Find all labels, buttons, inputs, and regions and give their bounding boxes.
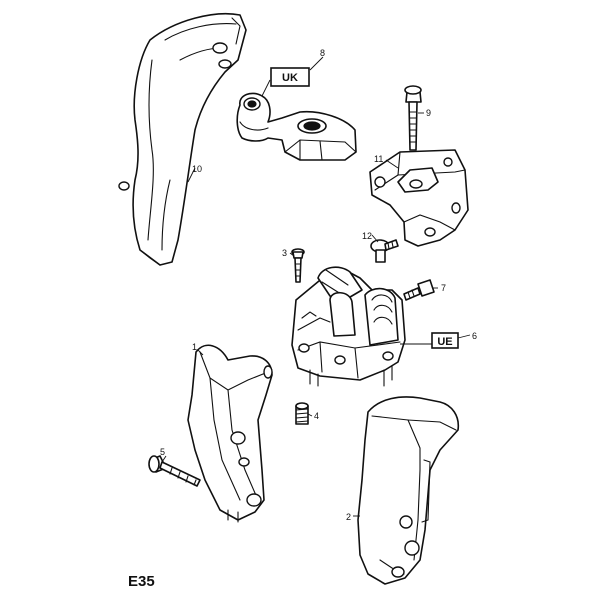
part-11-plate-bracket xyxy=(369,149,469,247)
callout-5: 5 xyxy=(160,447,165,457)
callout-7: 7 xyxy=(441,283,446,293)
leader-lines xyxy=(161,56,471,517)
part-7-small-bolt xyxy=(403,279,435,301)
tag-uk-text: UK xyxy=(282,72,298,84)
part-5-long-bolt xyxy=(148,455,201,487)
tag-uk: UK xyxy=(270,67,310,87)
part-6-engine-mount xyxy=(291,266,406,387)
tag-ue-text: UE xyxy=(437,336,452,348)
callout-9: 9 xyxy=(426,108,431,118)
part-12-small-bolt xyxy=(370,239,399,263)
part-2-large-bracket xyxy=(357,396,460,585)
tag-ue: UE xyxy=(431,332,459,349)
callout-11: 11 xyxy=(374,154,383,164)
part-9-bolt xyxy=(404,85,422,151)
callout-1: 1 xyxy=(192,342,197,352)
callout-12: 12 xyxy=(362,231,372,241)
callout-6: 6 xyxy=(472,331,477,341)
callout-2: 2 xyxy=(346,512,351,522)
part-10-support-bracket xyxy=(118,12,247,266)
part-3-small-bolt xyxy=(291,248,305,283)
part-8-torque-mount xyxy=(236,92,357,161)
callout-4: 4 xyxy=(314,411,319,421)
figure-code: E35 xyxy=(128,573,155,590)
part-1-mount-bracket xyxy=(187,344,273,523)
callout-8: 8 xyxy=(320,48,325,58)
part-4-threaded-stud xyxy=(295,402,309,425)
callout-3: 3 xyxy=(282,248,287,258)
callout-10: 10 xyxy=(192,164,202,174)
